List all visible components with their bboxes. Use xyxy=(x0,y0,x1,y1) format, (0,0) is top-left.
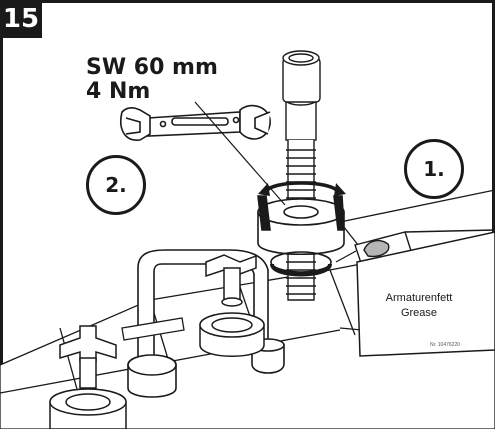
wrench-icon xyxy=(120,104,271,141)
grease-leader-line xyxy=(335,250,357,263)
mounting-nut xyxy=(257,195,345,277)
torque-label: 4 Nm xyxy=(86,79,151,104)
step-badge-2: 2. xyxy=(86,155,146,215)
wrench-leader-line xyxy=(194,101,286,206)
step-number: 15 xyxy=(0,0,42,38)
wrench-size-label: SW 60 mm xyxy=(86,55,218,80)
grease-card xyxy=(356,231,495,357)
hose xyxy=(282,50,321,301)
escutcheon-plate xyxy=(121,317,185,341)
grease-label-de: Armaturenfett xyxy=(385,292,453,304)
rotation-arrows xyxy=(258,181,346,196)
cross-handle-left-icon xyxy=(49,325,127,429)
cross-handle-right-icon xyxy=(199,254,265,357)
grease-part-number: Nr. 10476220 xyxy=(430,342,461,348)
grease-label-en: Grease xyxy=(400,307,438,319)
step-badge-1: 1. xyxy=(404,139,464,199)
